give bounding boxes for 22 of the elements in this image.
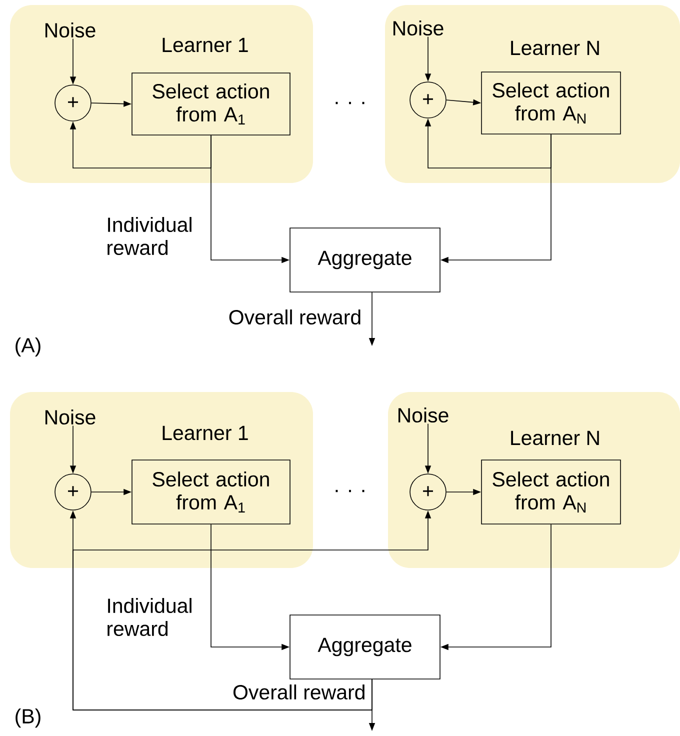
noise-label: Noise xyxy=(393,20,444,36)
process-box: Aggregate xyxy=(290,614,440,680)
summing-junction: + xyxy=(54,474,92,510)
panel-label: (A) xyxy=(16,337,40,357)
ellipsis: . . . xyxy=(336,490,364,492)
edge-label: Overall reward xyxy=(229,309,360,325)
summing-junction: + xyxy=(410,82,446,118)
noise-label: Noise xyxy=(398,407,448,423)
summing-junction: + xyxy=(54,84,92,122)
edge-label: Overall reward xyxy=(233,684,364,700)
edge-label: Individual reward xyxy=(108,216,192,256)
panel-label: (B) xyxy=(16,708,40,728)
process-box: Select action from A$_{N}$ xyxy=(481,460,621,524)
noise-label: Noise xyxy=(45,22,96,38)
ellipsis: . . . xyxy=(336,102,364,104)
process-box: Select action from A$_{1}$ xyxy=(132,72,290,136)
noise-label: Noise xyxy=(45,409,96,425)
edge-label: Individual reward xyxy=(108,598,192,636)
summing-junction: + xyxy=(410,474,446,510)
process-box: Select action from A$_{1}$ xyxy=(132,460,290,524)
process-box: Aggregate xyxy=(290,228,440,292)
process-box: Select action from A$_{N}$ xyxy=(481,72,621,134)
